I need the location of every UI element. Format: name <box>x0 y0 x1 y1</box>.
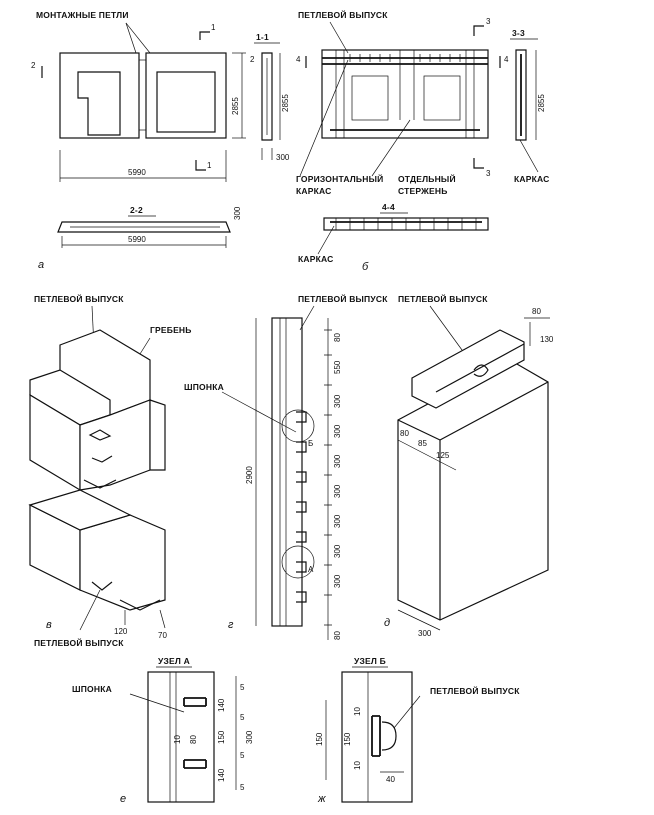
view-a-facade: МОНТАЖНЫЕ ПЕТЛИ 1 1 2 5990 2855 <box>31 10 246 182</box>
dim-zh-10a: 10 <box>353 707 362 716</box>
caption-b: б <box>362 261 369 273</box>
separate-label: ОТДЕЛЬНЫЙ <box>398 173 456 184</box>
caption-a: а <box>38 259 44 271</box>
view-v-isometric: ПЕТЛЕВОЙ ВЫПУСК ГРЕБЕНЬ ПЕТЛЕВОЙ ВЫПУСК … <box>28 293 192 648</box>
loop-outlet-label-zh: ПЕТЛЕВОЙ ВЫПУСК <box>430 685 520 696</box>
mark-a-g: А <box>308 565 314 574</box>
section-mark-3-top: 3 <box>486 17 491 26</box>
dim-g-8: 300 <box>333 574 342 588</box>
dim-d-125: 125 <box>436 451 450 460</box>
view-g-elevation: ПЕТЛЕВОЙ ВЫПУСК ШПОНКА Б А 2900 80 550 3… <box>184 293 388 640</box>
key-label-a: ШПОНКА <box>72 684 112 694</box>
dim-e-8: 140 <box>217 768 226 782</box>
dim-v-70: 70 <box>158 631 167 640</box>
dim-g-2: 300 <box>333 394 342 408</box>
dim-d-130: 130 <box>540 335 554 344</box>
dim-zh-40: 40 <box>386 775 395 784</box>
dim-e-1: 140 <box>217 698 226 712</box>
rod-label: СТЕРЖЕНЬ <box>398 186 448 196</box>
frame-label-b1: КАРКАС <box>296 186 331 196</box>
section-mark-4-left: 4 <box>296 55 301 64</box>
dim-e-5: 150 <box>217 730 226 744</box>
node-a: УЗЕЛ А ШПОНКА 5 140 5 10 80 150 300 5 14… <box>72 656 254 805</box>
dim-thick-22: 300 <box>233 206 242 220</box>
dim-g-5: 300 <box>333 484 342 498</box>
section-mark-1-bottom: 1 <box>207 161 212 170</box>
loop-outlet-label-v1: ПЕТЛЕВОЙ ВЫПУСК <box>34 293 124 304</box>
dim-zh-10b: 10 <box>353 761 362 770</box>
dim-e-0: 5 <box>240 683 245 692</box>
dim-zh-150a: 150 <box>315 732 324 746</box>
section-mark-3-bottom: 3 <box>486 169 491 178</box>
dim-g-total: 2900 <box>245 466 254 484</box>
mounting-loops-label: МОНТАЖНЫЕ ПЕТЛИ <box>36 10 129 20</box>
dim-g-9: 80 <box>333 631 342 640</box>
section-1-1-title: 1-1 <box>256 32 269 42</box>
key-label-g: ШПОНКА <box>184 382 224 392</box>
dim-length-a: 5990 <box>128 168 146 177</box>
dim-d-300: 300 <box>418 629 432 638</box>
dim-e-3: 10 <box>173 735 182 744</box>
dim-height-11: 2855 <box>281 94 290 112</box>
section-2-2-title: 2-2 <box>130 205 143 215</box>
node-a-title: УЗЕЛ А <box>158 656 190 666</box>
dim-height-33: 2855 <box>537 94 546 112</box>
dim-e-6: 300 <box>245 730 254 744</box>
dim-d-80: 80 <box>532 307 541 316</box>
node-b-title: УЗЕЛ Б <box>354 656 386 666</box>
dim-e-9: 5 <box>240 783 245 792</box>
caption-zh: ж <box>317 793 326 805</box>
frame-label-b2: КАРКАС <box>514 174 549 184</box>
dim-g-1: 550 <box>333 360 342 374</box>
dim-g-3: 300 <box>333 424 342 438</box>
dim-length-22: 5990 <box>128 235 146 244</box>
section-mark-2-side: 2 <box>250 55 255 64</box>
dim-height-a: 2855 <box>231 97 240 115</box>
caption-v: в <box>46 619 52 631</box>
dim-d-85: 85 <box>418 439 427 448</box>
dim-zh-150b: 150 <box>343 732 352 746</box>
dim-e-4: 80 <box>189 735 198 744</box>
dim-g-7: 300 <box>333 544 342 558</box>
ridge-label: ГРЕБЕНЬ <box>150 325 192 335</box>
loop-outlet-label-b: ПЕТЛЕВОЙ ВЫПУСК <box>298 9 388 20</box>
dim-g-0: 80 <box>333 333 342 342</box>
caption-e: е <box>120 793 126 805</box>
view-b-reinforcement: ПЕТЛЕВОЙ ВЫПУСК ГОРИЗОНТАЛЬНЫЙ КАРКАС ОТ… <box>296 9 509 196</box>
dim-e-2: 5 <box>240 713 245 722</box>
section-3-3-title: 3-3 <box>512 28 525 38</box>
dim-thick-11: 300 <box>276 153 290 162</box>
dim-g-4: 300 <box>333 454 342 468</box>
section-1-1: 1-1 2855 300 2 <box>250 32 290 162</box>
dim-d-80b: 80 <box>400 429 409 438</box>
section-4-4: 4-4 КАРКАС б <box>298 202 489 273</box>
section-mark-1-top: 1 <box>211 23 216 32</box>
mark-b-g: Б <box>308 439 313 448</box>
section-mark-2: 2 <box>31 61 36 70</box>
dim-g-6: 300 <box>333 514 342 528</box>
view-d-isometric: ПЕТЛЕВОЙ ВЫПУСК 80 130 80 85 125 300 д <box>384 293 554 638</box>
section-2-2: 2-2 5990 300 а <box>38 205 242 271</box>
section-4-4-title: 4-4 <box>382 202 395 212</box>
section-3-3: 3-3 2855 КАРКАС <box>510 28 549 184</box>
node-b: УЗЕЛ Б ПЕТЛЕВОЙ ВЫПУСК 150 150 10 10 40 … <box>315 656 520 805</box>
caption-g: г <box>228 619 234 631</box>
section-mark-4-right: 4 <box>504 55 509 64</box>
horizontal-label: ГОРИЗОНТАЛЬНЫЙ <box>296 173 383 184</box>
loop-outlet-label-g: ПЕТЛЕВОЙ ВЫПУСК <box>298 293 388 304</box>
caption-d: д <box>384 617 390 629</box>
frame-label-44: КАРКАС <box>298 254 333 264</box>
dim-e-7: 5 <box>240 751 245 760</box>
dim-v-120: 120 <box>114 627 128 636</box>
loop-outlet-label-v2: ПЕТЛЕВОЙ ВЫПУСК <box>34 637 124 648</box>
loop-outlet-label-d: ПЕТЛЕВОЙ ВЫПУСК <box>398 293 488 304</box>
